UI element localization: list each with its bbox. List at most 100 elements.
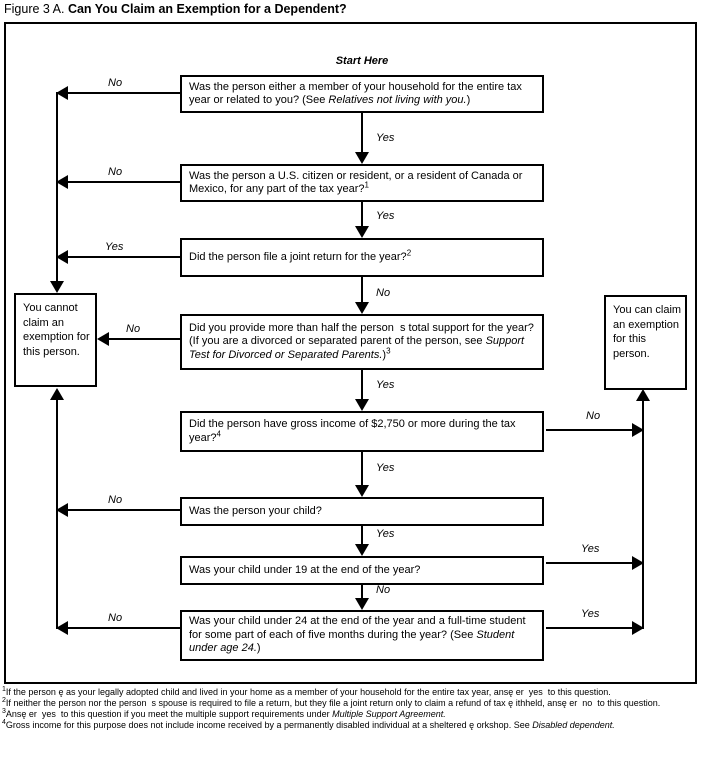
arrowhead-down-icon: [355, 302, 369, 314]
arrowhead-left-icon: [56, 250, 68, 264]
arrowhead-down-icon: [355, 598, 369, 610]
result-box-can-claim: You can claim an exemption for this pers…: [604, 295, 687, 390]
footnote-text: Ansę er yes to this question if you meet…: [5, 709, 333, 719]
connector-line: [546, 562, 632, 564]
arrowhead-left-icon: [56, 175, 68, 189]
edge-label-no: No: [126, 323, 141, 335]
start-here-label: Start Here: [335, 55, 389, 67]
connector-line: [642, 400, 644, 629]
footnote-text-italic: Multiple Support Agreement.: [332, 709, 446, 719]
question-text-part: Did the person file a joint return for t…: [189, 250, 407, 263]
question-text-part: Did the person have gross income of $2,7…: [189, 418, 519, 444]
arrowhead-left-icon: [56, 621, 68, 635]
connector-line: [361, 585, 363, 598]
figure-title: Figure 3 A. Can You Claim an Exemption f…: [4, 2, 347, 16]
edge-label-no: No: [376, 287, 391, 299]
arrowhead-left-icon: [56, 86, 68, 100]
footnote-3: 3Ansę er yes to this question if you mee…: [2, 708, 723, 720]
flowchart-border: [4, 22, 697, 684]
edge-label-yes: Yes: [105, 241, 124, 253]
connector-line: [361, 452, 363, 485]
question-text: Was the person either a member of your h…: [189, 81, 534, 108]
question-box-gross-income: Did the person have gross income of $2,7…: [180, 411, 544, 452]
edge-label-yes: Yes: [376, 528, 395, 540]
edge-label-yes: Yes: [376, 379, 395, 391]
connector-line: [68, 509, 180, 511]
question-box-your-child: Was the person your child?: [180, 497, 544, 526]
question-text-part: Was your child under 19 at the end of th…: [189, 563, 421, 576]
figure-number: Figure 3 A.: [4, 2, 68, 16]
connector-line: [546, 429, 632, 431]
footnote-ref: 4: [216, 428, 221, 438]
question-text-italic: Student under age 24.: [189, 628, 518, 655]
footnote-text-italic: Disabled dependent.: [532, 720, 615, 730]
connector-line: [361, 202, 363, 226]
edge-label-no: No: [108, 612, 123, 624]
connector-line: [68, 627, 180, 629]
arrowhead-down-icon: [355, 226, 369, 238]
question-text-italic: Relatives not living with you.: [328, 94, 467, 106]
edge-label-yes: Yes: [581, 608, 600, 620]
footnote-text: Gross income for this purpose does not i…: [5, 720, 533, 730]
footnote-1: 1If the person ę as your legally adopted…: [2, 686, 723, 698]
connector-line: [56, 92, 58, 281]
question-box-under-19: Was your child under 19 at the end of th…: [180, 556, 544, 585]
connector-line: [68, 181, 180, 183]
arrowhead-up-icon: [636, 389, 650, 401]
question-text: Did you provide more than half the perso…: [189, 322, 534, 363]
edge-label-no: No: [108, 166, 123, 178]
question-text: Was the person your child?: [189, 505, 322, 519]
question-text: Did the person file a joint return for t…: [189, 248, 412, 265]
question-text-part: Did you provide more than half the perso…: [189, 321, 537, 348]
question-box-joint-return: Did the person file a joint return for t…: [180, 238, 544, 277]
question-text-part: ): [466, 94, 471, 106]
question-text: Was your child under 24 at the end of th…: [189, 615, 534, 656]
arrowhead-down-icon: [355, 544, 369, 556]
question-text-part: ): [256, 642, 261, 655]
connector-line: [361, 370, 363, 399]
arrowhead-right-icon: [632, 556, 644, 570]
connector-line: [68, 256, 180, 258]
edge-label-no: No: [376, 584, 391, 596]
arrowhead-right-icon: [632, 423, 644, 437]
connector-line: [361, 526, 363, 544]
connector-line: [68, 92, 180, 94]
question-box-household: Was the person either a member of your h…: [180, 75, 544, 113]
arrowhead-down-icon: [50, 281, 64, 293]
edge-label-yes: Yes: [376, 462, 395, 474]
edge-label-no: No: [108, 77, 123, 89]
edge-label-yes: Yes: [581, 543, 600, 555]
footnotes: 1If the person ę as your legally adopted…: [2, 686, 723, 731]
question-text-part: Was the person a U.S. citizen or residen…: [189, 169, 526, 196]
arrowhead-up-icon: [50, 388, 64, 400]
edge-label-yes: Yes: [376, 132, 395, 144]
figure-heading: Can You Claim an Exemption for a Depende…: [67, 2, 347, 16]
question-text-italic: Support Test for Divorced or Separated P…: [189, 335, 528, 361]
question-text: Did the person have gross income of $2,7…: [189, 418, 534, 445]
footnote-number: 1: [2, 686, 6, 693]
connector-line: [361, 113, 363, 152]
arrowhead-right-icon: [632, 621, 644, 635]
question-box-under-24-student: Was your child under 24 at the end of th…: [180, 610, 544, 661]
footnote-number: 2: [2, 697, 6, 704]
question-text: Was the person a U.S. citizen or residen…: [189, 170, 534, 197]
question-box-support: Did you provide more than half the perso…: [180, 314, 544, 370]
footnote-ref: 3: [386, 346, 391, 356]
footnote-4: 4Gross income for this purpose does not …: [2, 719, 723, 731]
question-text-part: Was your child under 24 at the end of th…: [189, 615, 529, 641]
result-box-cannot-claim: You cannot claim an exemption for this p…: [14, 293, 97, 387]
arrowhead-down-icon: [355, 399, 369, 411]
arrowhead-left-icon: [97, 332, 109, 346]
footnote-ref: 2: [406, 248, 412, 258]
question-text: Was your child under 19 at the end of th…: [189, 564, 420, 578]
arrowhead-down-icon: [355, 485, 369, 497]
footnote-ref: 1: [364, 180, 369, 190]
footnote-text: If the person ę as your legally adopted …: [5, 687, 611, 697]
question-text-part: ): [382, 348, 387, 361]
footnote-number: 4: [2, 719, 6, 726]
question-box-citizen: Was the person a U.S. citizen or residen…: [180, 164, 544, 202]
connector-line: [546, 627, 632, 629]
arrowhead-down-icon: [355, 152, 369, 164]
footnote-text: If neither the person nor the person s s…: [5, 698, 661, 708]
